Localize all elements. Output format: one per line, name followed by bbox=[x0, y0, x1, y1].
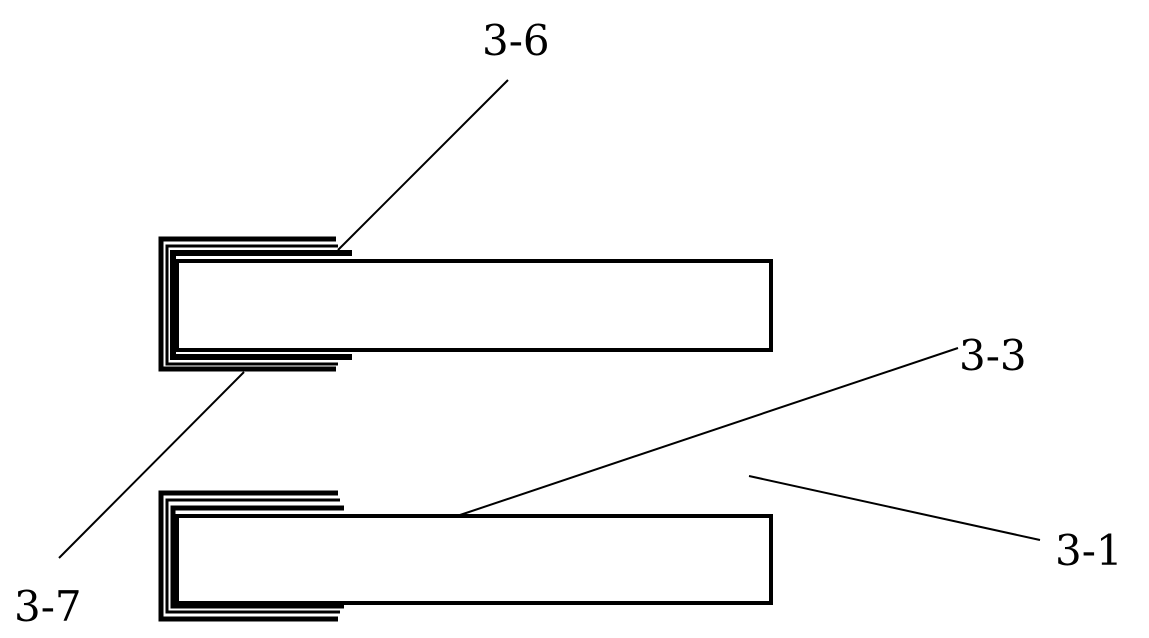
label-3-1: 3-1 bbox=[1055, 526, 1123, 575]
leader-3-1 bbox=[748, 475, 1041, 541]
lower-middle-clip bbox=[165, 498, 340, 614]
upper-assembly bbox=[158, 236, 773, 372]
upper-plate bbox=[175, 259, 773, 352]
label-3-7: 3-7 bbox=[14, 582, 82, 631]
lower-outer-clip bbox=[158, 490, 338, 622]
upper-middle-clip bbox=[165, 244, 338, 366]
lower-plate bbox=[175, 514, 773, 605]
upper-inner-clip bbox=[170, 250, 352, 360]
label-3-6: 3-6 bbox=[482, 16, 550, 65]
leader-lines bbox=[58, 79, 1041, 559]
leader-3-6 bbox=[337, 79, 509, 251]
label-3-3: 3-3 bbox=[959, 331, 1027, 380]
leader-3-3 bbox=[459, 347, 959, 516]
leader-3-7 bbox=[58, 371, 245, 559]
upper-outer-clip bbox=[158, 236, 336, 372]
lower-inner-clip bbox=[170, 505, 344, 609]
lower-assembly bbox=[158, 490, 773, 622]
